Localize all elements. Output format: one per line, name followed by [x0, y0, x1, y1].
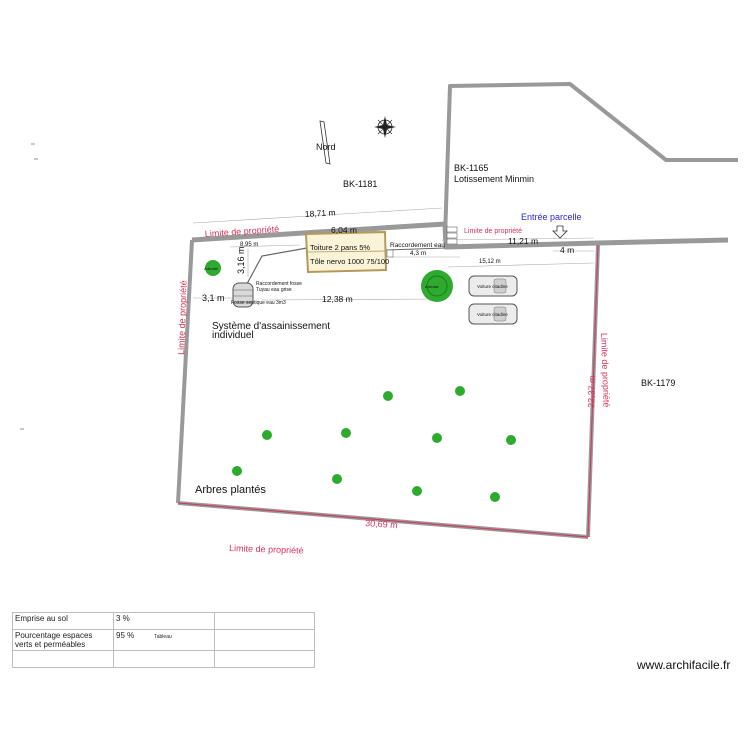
compass-rose-icon [374, 116, 396, 138]
summary-table: Emprise au sol 3 % Pourcentage espaces v… [12, 612, 315, 668]
parcel-bk1179: BK-1179 [641, 378, 675, 388]
septic-tank-icon [232, 282, 254, 308]
car-icon: Voiture citadine [468, 275, 518, 297]
tree-icon [341, 428, 351, 438]
property-limit-entry: Limite de propriété [464, 228, 522, 235]
property-limit-bottom: Limite de propriété [229, 543, 304, 556]
parcel-lotissement: Lotissement Minmin [454, 174, 534, 184]
table-cell-note-text: Tableau [154, 634, 172, 640]
table-cell-empty [113, 650, 215, 668]
table-row: Pourcentage espaces verts et perméables … [12, 629, 315, 651]
septic-pipe [241, 247, 308, 294]
note-raccordement-fosse: Raccordement fosse [256, 281, 302, 287]
tree-icon [506, 435, 516, 445]
building: Toiture 2 pans 5% Tôle nervo 1000 75/100 [304, 230, 389, 274]
dim-3-1: 3,1 m [202, 293, 225, 303]
tree-icon [332, 474, 342, 484]
table-cell-value: 95 % Tableau [113, 629, 215, 651]
table-cell-empty [12, 650, 114, 668]
entry-label: Entrée parcelle [521, 212, 582, 222]
table-row: Emprise au sol 3 % [12, 612, 315, 630]
table-cell-note [214, 612, 315, 630]
assainissement-label-1: Système d'assainissement [212, 321, 330, 332]
dim-8-95: 8,95 m [240, 242, 258, 248]
note-tuyau: Tuyau eau grise [256, 287, 292, 293]
table-cell-value: 3 % [113, 612, 215, 630]
property-limit-left: Limite de propriété [176, 280, 189, 355]
small-trees [232, 386, 516, 502]
table-cell-label: Pourcentage espaces verts et perméables [12, 629, 114, 651]
entry-arrow-icon [552, 225, 568, 239]
tree-icon [412, 486, 422, 496]
watermark[interactable]: www.archifacile.fr [637, 658, 731, 672]
tree-label-left: Arbuste [204, 266, 219, 271]
assainissement-label-2: individuel [212, 330, 254, 341]
note-raccordement-eau: Raccordement eau [390, 242, 445, 249]
table-row [12, 650, 315, 668]
roof-label: Toiture 2 pans 5% [310, 243, 370, 252]
car-icon: Voiture citadine [468, 303, 518, 325]
note-fosse: Fosse septique eau 3m3 [231, 300, 286, 306]
tree-icon [205, 260, 221, 276]
dim-30-69: 30,69 m [365, 518, 398, 530]
table-cell-label-text: Pourcentage espaces verts et perméables [15, 631, 93, 649]
dim-4: 4 m [560, 245, 574, 255]
bk1165-boundary [443, 82, 738, 239]
table-cell-empty [214, 650, 315, 668]
dim-22-37: 22,37 m [586, 375, 597, 408]
tree-icon [232, 466, 242, 476]
car-label-2: Voiture citadine [477, 312, 508, 317]
tree-icon [421, 270, 453, 302]
dim-18-71: 18,71 m [305, 207, 336, 219]
tree-icon [490, 492, 500, 502]
dim-4-3: 4,3 m [410, 250, 426, 257]
meter-boxes [386, 226, 458, 258]
tree-icon [432, 433, 442, 443]
tree-icon [262, 430, 272, 440]
car-label-1: Voiture citadine [477, 284, 508, 289]
north-arrow-icon [319, 120, 331, 165]
property-limit-right: Limite de propriété [599, 333, 612, 408]
north-label: Nord [316, 142, 336, 152]
tree-label-big: Arbuste [425, 284, 440, 289]
tree-icon [383, 391, 393, 401]
sheet-label: Tôle nervo 1000 75/100 [310, 257, 389, 266]
property-outline [176, 221, 729, 539]
parcel-bk1165: BK-1165 [454, 163, 488, 173]
parcel-bk1181: BK-1181 [343, 179, 377, 189]
dim-11-21: 11,21 m [508, 236, 538, 246]
table-cell-value-text: 95 % [116, 631, 135, 640]
dim-15-12: 15,12 m [479, 259, 501, 265]
dim-3-16: 3,16 m [236, 246, 246, 274]
table-cell-note [214, 629, 315, 651]
arbres-label: Arbres plantés [195, 484, 266, 496]
table-cell-label: Emprise au sol [12, 612, 114, 630]
water-pipe [385, 247, 446, 251]
dim-6-04: 6,04 m [331, 225, 357, 235]
tree-icon [455, 386, 465, 396]
dim-12-38: 12,38 m [322, 294, 353, 304]
edge-marks [20, 143, 38, 430]
